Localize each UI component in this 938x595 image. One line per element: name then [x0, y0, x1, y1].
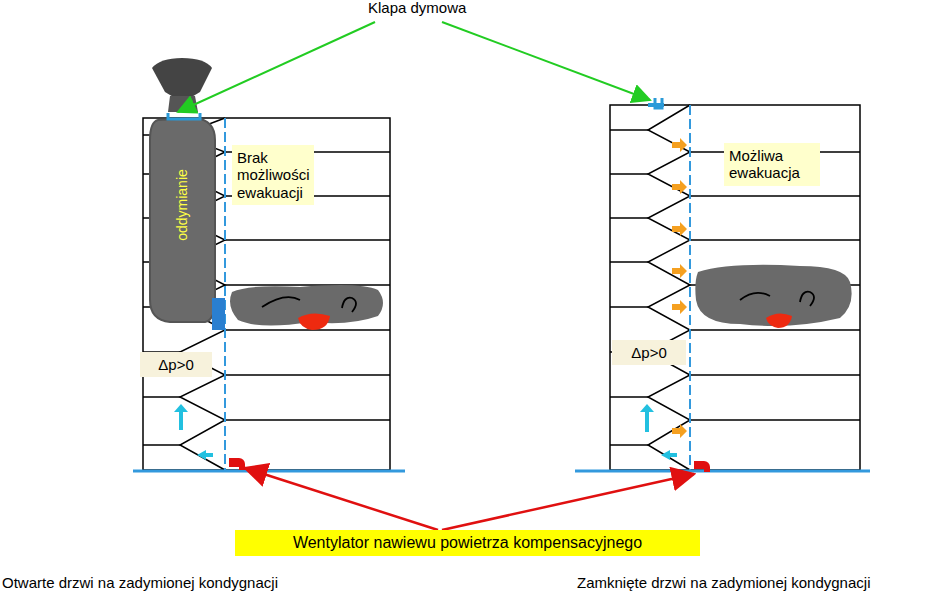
callout-label: Klapa dymowa	[368, 0, 466, 16]
box-text: Możliwa ewakuacja	[729, 147, 815, 182]
pressure-box: Δp>0	[140, 352, 212, 377]
box-text: Brak możliwości ewakuacji	[237, 149, 309, 201]
box-text: Δp>0	[617, 344, 681, 361]
status-box: Brak możliwości ewakuacji	[232, 145, 314, 205]
box-text: Wentylator nawiewu powietrza kompensacyj…	[240, 534, 695, 552]
left-building	[143, 118, 390, 470]
box-text: Δp>0	[145, 356, 207, 373]
caption-label: Zamknięte drzwi na zadymionej kondygnacj…	[577, 574, 870, 591]
pressure-box: Δp>0	[612, 340, 686, 365]
smoke-label: oddymianie	[174, 169, 190, 241]
fan-band: Wentylator nawiewu powietrza kompensacyj…	[235, 530, 700, 556]
status-box: Możliwa ewakuacja	[724, 143, 820, 186]
right-building	[610, 105, 860, 470]
caption-label: Otwarte drzwi na zadymionej kondygnacji	[2, 574, 278, 591]
